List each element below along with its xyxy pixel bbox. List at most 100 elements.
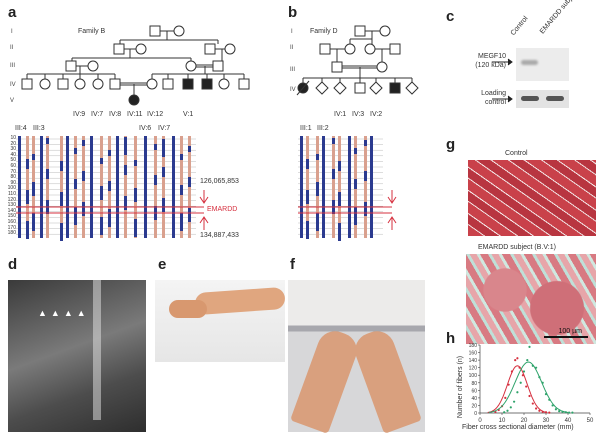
haplotype-segment	[162, 167, 165, 177]
panel-label-g: g	[446, 136, 456, 153]
haplotype-segment	[364, 140, 367, 146]
data-point-control	[541, 381, 544, 384]
haplotype-bar	[60, 136, 63, 238]
gen-V: V	[10, 98, 15, 104]
y-tick-label: 160	[469, 351, 478, 357]
panel-label-h: h	[446, 330, 456, 347]
haplotype-segment	[364, 202, 367, 216]
gen-I: I	[11, 29, 13, 35]
haplotype-segment	[32, 213, 35, 231]
haplotype-segment	[82, 140, 85, 146]
member-label: III:3	[33, 125, 45, 132]
haplotype-bar	[162, 136, 165, 238]
data-point-emardd	[510, 370, 513, 373]
x-tick-label: 50	[587, 418, 594, 424]
panel-label-e: e	[158, 256, 167, 273]
haplotype-bar	[82, 136, 85, 238]
haplotype-segment	[100, 217, 103, 235]
haplotype-bar	[154, 136, 157, 238]
data-point-emardd	[514, 359, 517, 362]
haplotype-segment	[100, 186, 103, 200]
member-label: IV:3	[352, 111, 365, 118]
gen-IV: IV	[10, 82, 16, 88]
data-point-control	[535, 366, 538, 369]
haplotype-bar	[66, 136, 69, 238]
chart-ylabel: Number of fibers (n)	[457, 355, 464, 419]
haplotype-segment	[74, 207, 77, 225]
y-tick-label: 180	[469, 343, 478, 349]
haplotype-segment	[124, 196, 127, 210]
data-point-emardd	[528, 394, 531, 398]
x-tick-label: 30	[543, 418, 550, 424]
data-point-control	[509, 406, 512, 409]
data-point-emardd	[541, 410, 544, 413]
data-point-emardd	[525, 385, 528, 388]
haplotype-segment	[306, 221, 309, 239]
position-label: 70	[10, 168, 16, 175]
data-point-control	[564, 411, 567, 414]
haplotype-segment	[32, 182, 35, 196]
data-point-control	[561, 410, 564, 413]
haplotype-segment	[46, 169, 49, 179]
gen-IV-b: IV	[290, 87, 296, 93]
loading-label: Loading	[481, 90, 506, 97]
data-point-control	[568, 411, 571, 414]
locus-end: 134,887,433	[200, 232, 239, 239]
control-label: Control	[505, 150, 528, 157]
data-point-control	[544, 393, 548, 396]
y-tick-label: 120	[469, 366, 478, 372]
haplotype-segment	[60, 161, 63, 171]
protein-label: MEGF10	[477, 53, 506, 60]
y-tick-label: 100	[469, 373, 478, 379]
position-label: 180	[7, 230, 16, 237]
haplotype-segment	[60, 192, 63, 206]
haplotype-segment	[354, 148, 357, 154]
haplotype-bar	[134, 136, 137, 238]
data-point-emardd	[535, 407, 538, 410]
haplotype-segment	[100, 158, 103, 164]
haplotype-segment	[316, 182, 319, 196]
data-point-control	[551, 404, 554, 407]
x-tick-label: 0	[478, 418, 482, 424]
member-label: IV:7	[91, 111, 104, 118]
haplotype-bar	[144, 136, 147, 238]
haplotype-segment	[306, 190, 309, 204]
gen-I-b: I	[291, 29, 293, 35]
haplotype-bar	[172, 136, 175, 238]
histology-subject-image: 100 µm	[466, 254, 596, 344]
family-d-title: Family D	[310, 28, 338, 35]
member-label: III:2	[317, 125, 329, 132]
subject-label: EMARDD subject (B.V:1)	[478, 244, 556, 251]
member-label: IV:2	[370, 111, 383, 118]
haplotype-bar	[18, 136, 21, 238]
position-label: 80	[10, 174, 16, 181]
haplotype-bar	[116, 136, 119, 238]
pedigree-family-d	[296, 25, 419, 96]
haplotype-segment	[26, 159, 29, 169]
position-label: 100	[7, 185, 16, 192]
x-tick-label: 40	[565, 418, 572, 424]
haplotype-segment	[154, 175, 157, 185]
haplotype-bar	[338, 136, 341, 238]
data-point-emardd	[504, 396, 507, 399]
haplotype-bar	[40, 136, 43, 238]
haplotype-segment	[108, 150, 111, 156]
haplotype-segment	[188, 177, 191, 187]
data-point-control	[516, 391, 519, 394]
pedigree-family-b	[21, 25, 250, 106]
data-point-control	[571, 411, 574, 414]
member-label: IV:12	[147, 111, 164, 118]
haplotype-segment	[82, 202, 85, 216]
hands-photo-image	[288, 280, 425, 434]
haplotype-segment	[338, 192, 341, 206]
haplotype-segment	[74, 148, 77, 154]
data-point-control	[519, 381, 522, 384]
family-b-title: Family B	[78, 28, 106, 35]
panel-label-b: b	[288, 4, 298, 21]
y-tick-label: 140	[469, 358, 478, 364]
position-label: 160	[7, 219, 16, 225]
position-label: 170	[7, 224, 16, 231]
haplotype-bar	[306, 136, 309, 238]
position-label: 120	[7, 196, 16, 203]
y-tick-label: 0	[474, 411, 477, 417]
